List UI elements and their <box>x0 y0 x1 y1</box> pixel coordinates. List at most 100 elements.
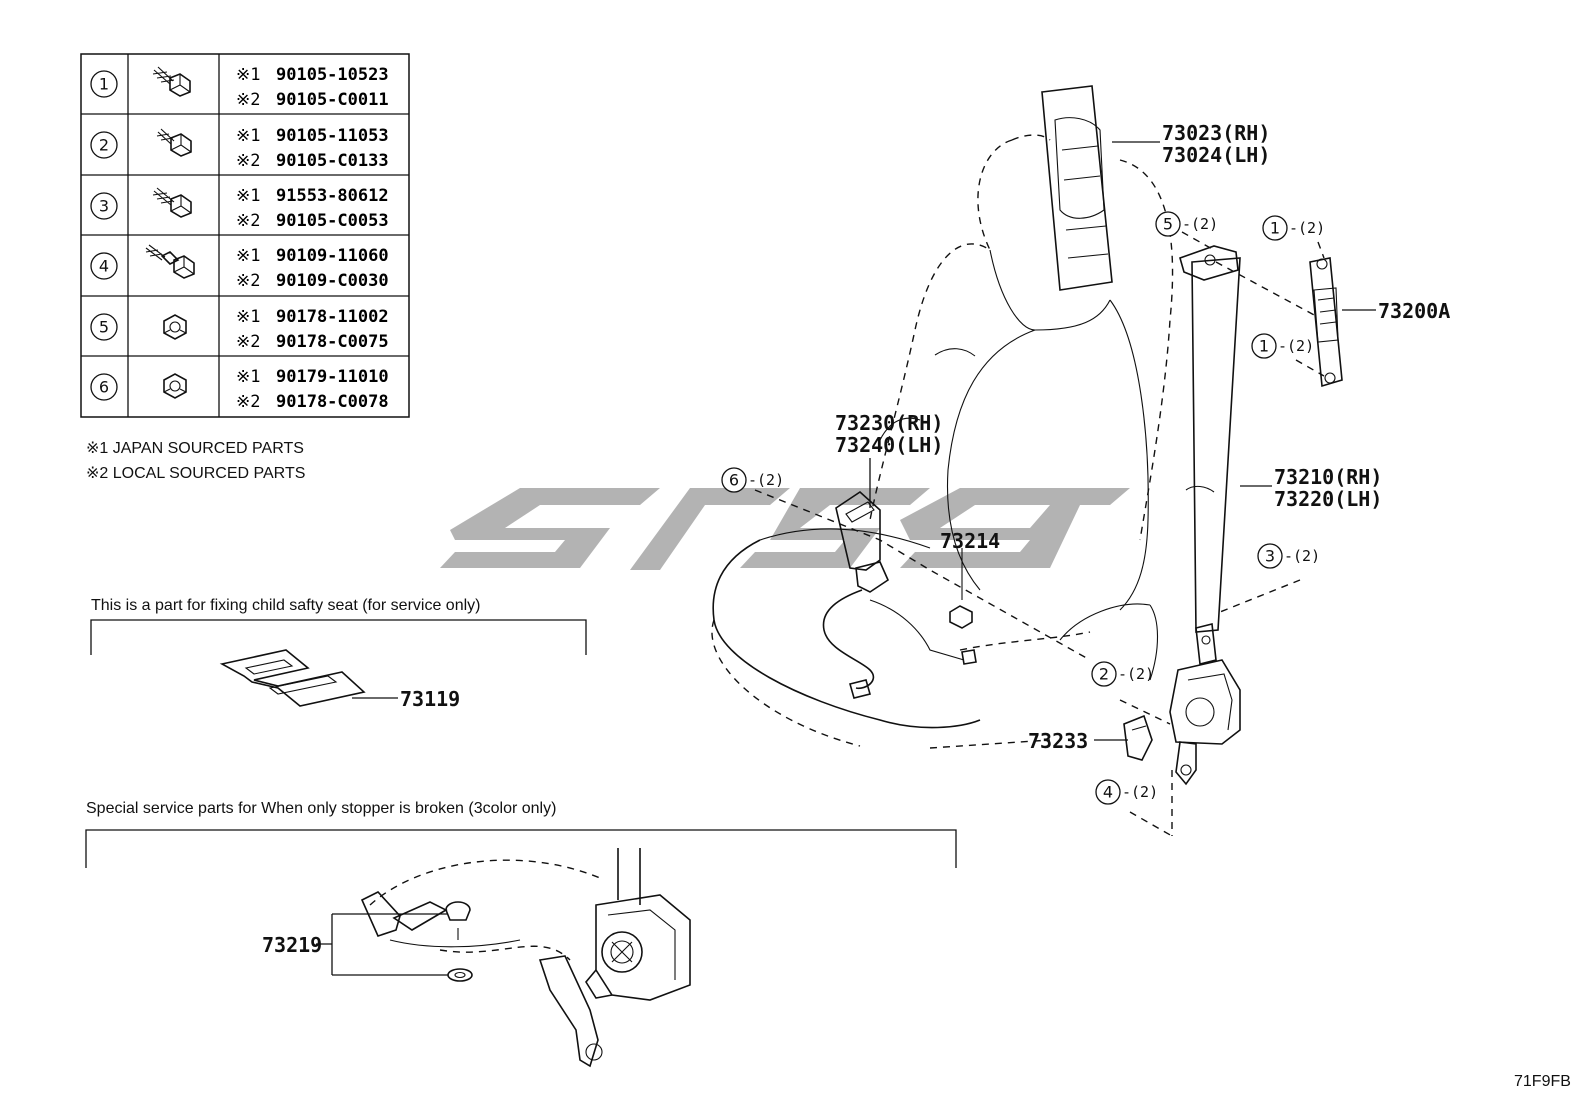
svg-text:-(2): -(2) <box>1289 219 1325 237</box>
label-73214: 73214 <box>940 529 1000 553</box>
svg-text:4: 4 <box>1103 783 1113 802</box>
mark-2: ※2 <box>236 151 260 171</box>
child-seat-part-box: This is a part for fixing child safty se… <box>90 597 587 711</box>
row-number: 6 <box>99 378 109 397</box>
watermark-logo <box>440 488 1130 570</box>
callout-labels: 73023(RH) 73024(LH) 73200A 73230(RH) 732… <box>835 121 1450 753</box>
svg-text:5: 5 <box>1163 215 1173 234</box>
ref-circle <box>90 70 118 98</box>
ref-1-lower: 1 -(2) <box>1251 333 1314 359</box>
part-number-japan: 90178-11002 <box>276 307 389 327</box>
ref-4: 4 -(2) <box>1095 779 1158 805</box>
svg-text:6: 6 <box>729 471 739 490</box>
diagram-code: 71F9FB <box>1514 1073 1571 1090</box>
ref-6: 6 -(2) <box>721 467 784 493</box>
svg-text:3: 3 <box>1265 547 1275 566</box>
child-seat-caption: This is a part for fixing child safty se… <box>91 597 480 614</box>
row-number: 1 <box>99 75 109 94</box>
mark-1: ※1 <box>236 367 260 387</box>
bolt-icon <box>156 128 192 157</box>
ref-circle <box>90 131 118 159</box>
svg-text:2: 2 <box>1099 665 1109 684</box>
bolt-icon <box>152 66 191 97</box>
label-73240-lh: 73240(LH) <box>835 433 943 457</box>
table-row: 4 ※1 90109-11060 ※2 90109-C0030 <box>90 244 389 291</box>
part-number-japan: 90105-11053 <box>276 126 389 146</box>
label-73233: 73233 <box>1028 729 1088 753</box>
svg-text:-(2): -(2) <box>1122 783 1158 801</box>
ref-2: 2 -(2) <box>1091 661 1154 687</box>
ref-3: 3 -(2) <box>1257 543 1320 569</box>
legend-japan-sourced: ※1 JAPAN SOURCED PARTS <box>86 440 304 457</box>
label-73023-rh: 73023(RH) <box>1162 121 1270 145</box>
retractor-cover-illustration <box>1123 714 1153 761</box>
anchor-plate-illustration <box>219 649 366 707</box>
label-73210-rh: 73210(RH) <box>1274 465 1382 489</box>
svg-text:-(2): -(2) <box>1278 337 1314 355</box>
svg-text:1: 1 <box>1259 337 1269 356</box>
table-row: 5 ※1 90178-11002 ※2 90178-C0075 <box>90 307 389 352</box>
stopper-caption: Special service parts for When only stop… <box>86 800 556 817</box>
mark-2: ※2 <box>236 392 260 412</box>
mark-1: ※1 <box>236 246 260 266</box>
part-label-73219: 73219 <box>262 933 322 957</box>
height-adjuster-illustration <box>1309 257 1343 388</box>
ref-circle <box>90 252 118 280</box>
table-row: 3 ※1 91553-80612 ※2 90105-C0053 <box>90 186 389 231</box>
svg-text:-(2): -(2) <box>1182 215 1218 233</box>
table-row: 1 ※1 90105-10523 ※2 90105-C0011 <box>90 65 389 110</box>
mark-2: ※2 <box>236 90 260 110</box>
buckle-nut-illustration <box>949 548 973 629</box>
nut-icon <box>163 314 187 340</box>
nut-icon <box>163 373 187 399</box>
ref-circle <box>90 313 118 341</box>
part-number-japan: 90109-11060 <box>276 246 389 266</box>
row-number: 3 <box>99 197 109 216</box>
part-number-local: 90105-C0011 <box>276 90 389 110</box>
stopper-part-box: Special service parts for When only stop… <box>85 800 957 1068</box>
part-number-japan: 90105-10523 <box>276 65 389 85</box>
fastener-references: 5 -(2) 1 -(2) 1 -(2) 6 -(2) 3 -(2) 2 -(2… <box>721 211 1325 805</box>
mark-2: ※2 <box>236 211 260 231</box>
part-number-local: 90109-C0030 <box>276 271 389 291</box>
row-number: 2 <box>99 136 109 155</box>
mark-1: ※1 <box>236 307 260 327</box>
legend-local-sourced: ※2 LOCAL SOURCED PARTS <box>86 465 305 482</box>
part-number-japan: 90179-11010 <box>276 367 389 387</box>
buckle-illustration <box>822 490 977 699</box>
label-73024-lh: 73024(LH) <box>1162 143 1270 167</box>
ref-circle <box>90 192 118 220</box>
label-73200a: 73200A <box>1378 299 1450 323</box>
table-row: 2 ※1 90105-11053 ※2 90105-C0133 <box>90 126 389 171</box>
part-label-73119: 73119 <box>400 687 460 711</box>
row-number: 5 <box>99 318 109 337</box>
label-73220-lh: 73220(LH) <box>1274 487 1382 511</box>
part-number-local: 90178-C0075 <box>276 332 389 352</box>
svg-text:-(2): -(2) <box>748 471 784 489</box>
ref-circle <box>90 373 118 401</box>
table-row: 6 ※1 90179-11010 ※2 90178-C0078 <box>90 367 389 412</box>
label-73230-rh: 73230(RH) <box>835 411 943 435</box>
upper-cover-illustration <box>1041 85 1113 291</box>
part-number-local: 90105-C0053 <box>276 211 389 231</box>
fastener-table: 1 ※1 90105-10523 ※2 90105-C0011 2 ※1 901… <box>80 53 410 418</box>
bolt-icon <box>152 187 192 218</box>
mark-1: ※1 <box>236 65 260 85</box>
outer-belt-illustration <box>1169 245 1241 786</box>
mark-1: ※1 <box>236 126 260 146</box>
svg-text:-(2): -(2) <box>1118 665 1154 683</box>
mark-2: ※2 <box>236 271 260 291</box>
row-number: 4 <box>99 257 109 276</box>
ref-1-upper: 1 -(2) <box>1262 215 1325 241</box>
seat-assembly-illustration <box>711 85 1343 837</box>
mark-1: ※1 <box>236 186 260 206</box>
svg-text:-(2): -(2) <box>1284 547 1320 565</box>
part-number-local: 90178-C0078 <box>276 392 389 412</box>
stopper-belt-illustration <box>360 848 691 1068</box>
ref-5: 5 -(2) <box>1155 211 1218 237</box>
part-number-local: 90105-C0133 <box>276 151 389 171</box>
svg-text:1: 1 <box>1270 219 1280 238</box>
stud-bolt-icon <box>145 244 195 279</box>
part-number-japan: 91553-80612 <box>276 186 389 206</box>
